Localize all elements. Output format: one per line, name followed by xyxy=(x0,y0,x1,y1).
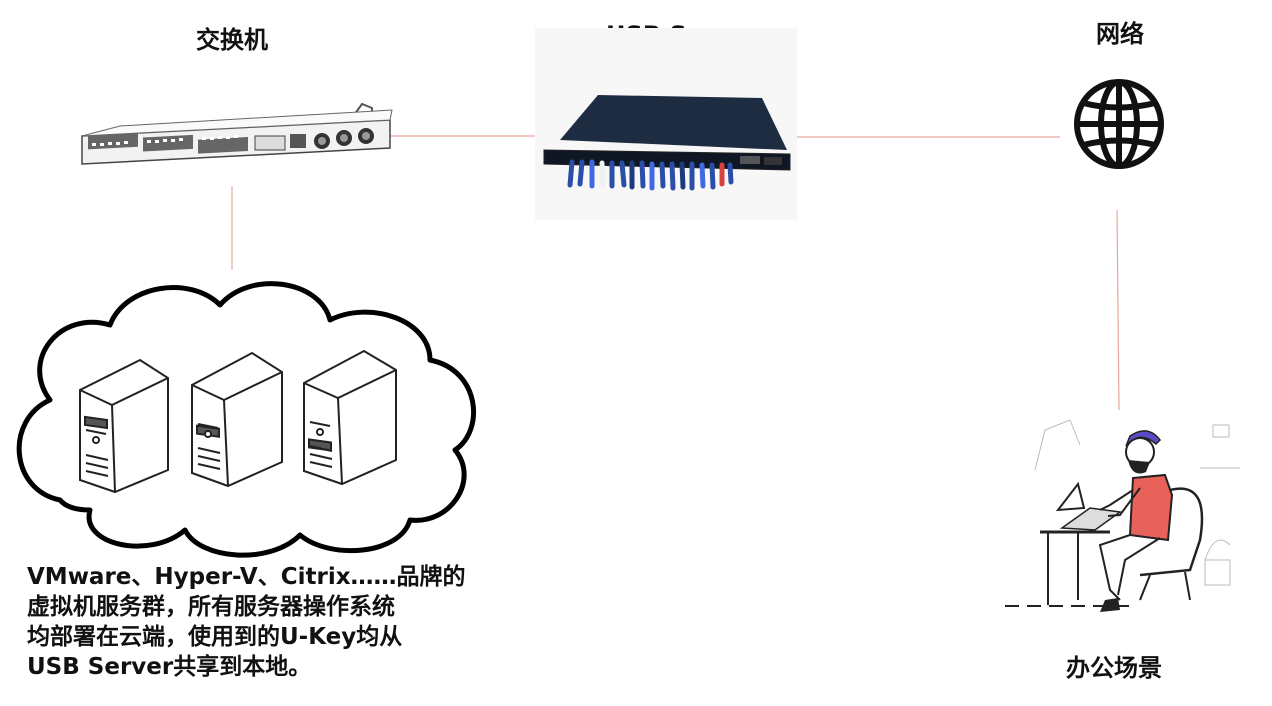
network-label: 网络 xyxy=(1096,20,1144,48)
network-to-office-line xyxy=(1116,209,1120,411)
server-icon xyxy=(303,349,397,486)
server-icon xyxy=(79,358,169,494)
description-line: 虚拟机服务群，所有服务器操作系统 xyxy=(27,594,395,620)
cloud-description: VMware、Hyper-V、Citrix……品牌的 虚拟机服务群，所有服务器操… xyxy=(27,562,497,682)
description-line: USB Server共享到本地。 xyxy=(27,654,312,680)
server-icon xyxy=(191,351,283,488)
description-line: 均部署在云端，使用到的U-Key均从 xyxy=(27,624,403,650)
description-line: VMware、Hyper-V、Citrix……品牌的 xyxy=(27,564,466,590)
office-label: 办公场景 xyxy=(1066,654,1162,682)
switch-label: 交换机 xyxy=(196,26,268,54)
